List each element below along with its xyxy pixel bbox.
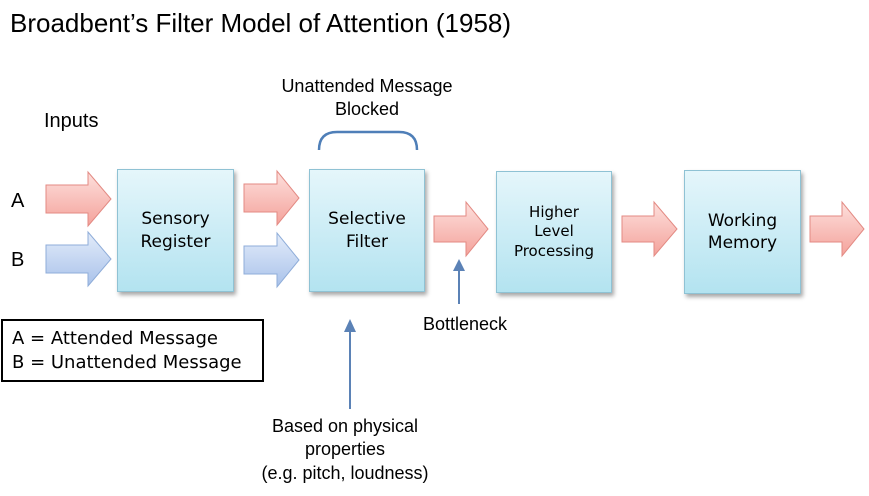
unattended-blocked-label: Unattended Message Blocked — [262, 75, 472, 122]
arrow-register-to-filter-b — [243, 231, 300, 289]
arrow-register-to-filter-a — [243, 169, 300, 227]
bottleneck-label: Bottleneck — [422, 314, 508, 334]
legend-box: A = Attended Message B = Unattended Mess… — [1, 319, 264, 382]
arrow-higher-to-working — [621, 200, 678, 258]
arrow-filter-to-higher — [433, 200, 489, 258]
physical-line-2: properties — [304, 439, 386, 460]
physical-line-3: (e.g. pitch, loudness) — [261, 462, 429, 483]
inputs-label: Inputs — [44, 110, 99, 132]
working-line-1: Working — [707, 210, 778, 231]
input-b-label: B — [11, 249, 25, 271]
higher-line-2: Level — [534, 222, 574, 241]
bottleneck-pointer-head — [453, 259, 465, 271]
legend-attended: A = Attended Message — [12, 328, 218, 349]
physical-properties-label: Based on physical properties (e.g. pitch… — [225, 415, 465, 485]
selective-filter-box: Selective Filter — [309, 169, 425, 292]
arrow-working-output — [809, 200, 865, 258]
working-memory-box: Working Memory — [684, 170, 801, 294]
sensory-line-1: Sensory — [141, 209, 210, 230]
higher-line-1: Higher — [529, 202, 579, 221]
diagram-title: Broadbent’s Filter Model of Attention (1… — [10, 8, 512, 38]
sensory-register-box: Sensory Register — [117, 169, 234, 292]
input-a-label: A — [11, 190, 25, 212]
blocked-brace — [317, 130, 419, 151]
unattended-line-1: Unattended Message — [281, 76, 453, 96]
higher-level-processing-box: Higher Level Processing — [496, 171, 612, 293]
arrow-b-to-register — [45, 230, 112, 288]
physical-pointer-head — [344, 319, 356, 332]
arrow-a-to-register — [45, 170, 112, 228]
sensory-line-2: Register — [140, 231, 211, 252]
higher-line-3: Processing — [513, 241, 595, 260]
filter-line-2: Filter — [345, 231, 389, 252]
physical-line-1: Based on physical — [271, 416, 419, 436]
filter-line-1: Selective — [328, 209, 406, 230]
working-line-2: Memory — [707, 233, 778, 253]
unattended-line-2: Blocked — [334, 99, 400, 120]
legend-unattended: B = Unattended Message — [12, 352, 242, 374]
